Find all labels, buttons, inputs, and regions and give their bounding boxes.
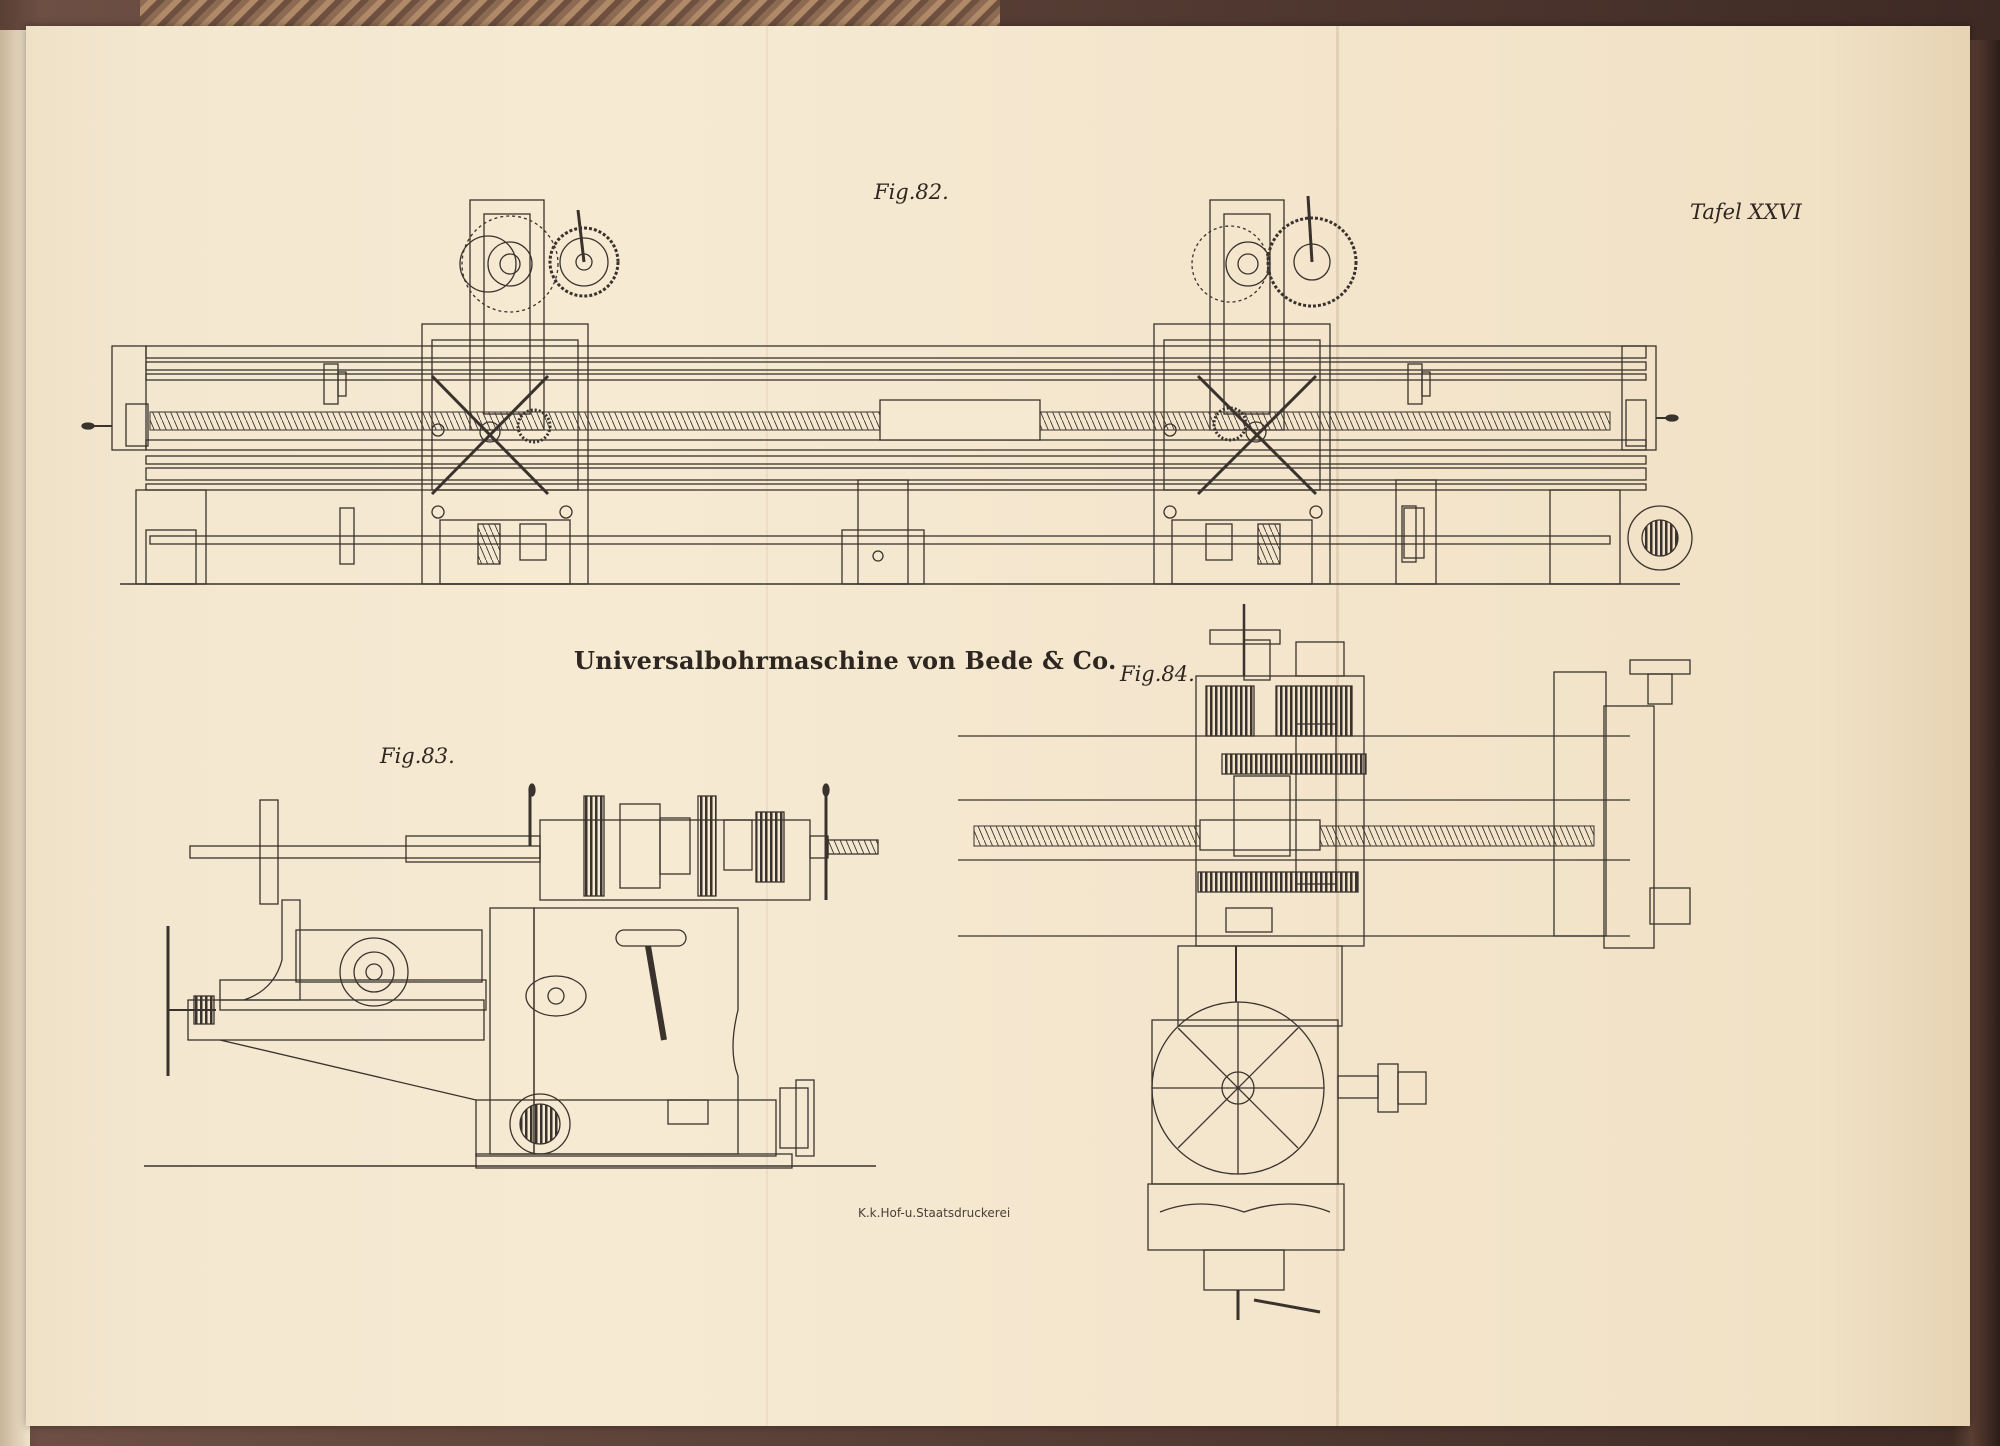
printer-imprint: K.k.Hof-u.Staatsdruckerei	[858, 1206, 1011, 1220]
fig82-drawing	[81, 195, 1693, 585]
fig84-drawing	[958, 604, 1691, 1320]
fig83-drawing	[144, 783, 879, 1169]
plate-sheet	[26, 26, 1970, 1426]
fig82-label: Fig.82.	[874, 180, 949, 204]
fold-line-faint	[766, 26, 768, 1426]
plate-title: Universalbohrmaschine von Bede & Co.	[574, 646, 1117, 675]
fig83-label: Fig.83.	[380, 744, 455, 768]
left-page-edge	[0, 30, 30, 1446]
plate-number-label: Tafel XXVI	[1690, 200, 1802, 224]
fig84-label: Fig.84.	[1120, 662, 1195, 686]
